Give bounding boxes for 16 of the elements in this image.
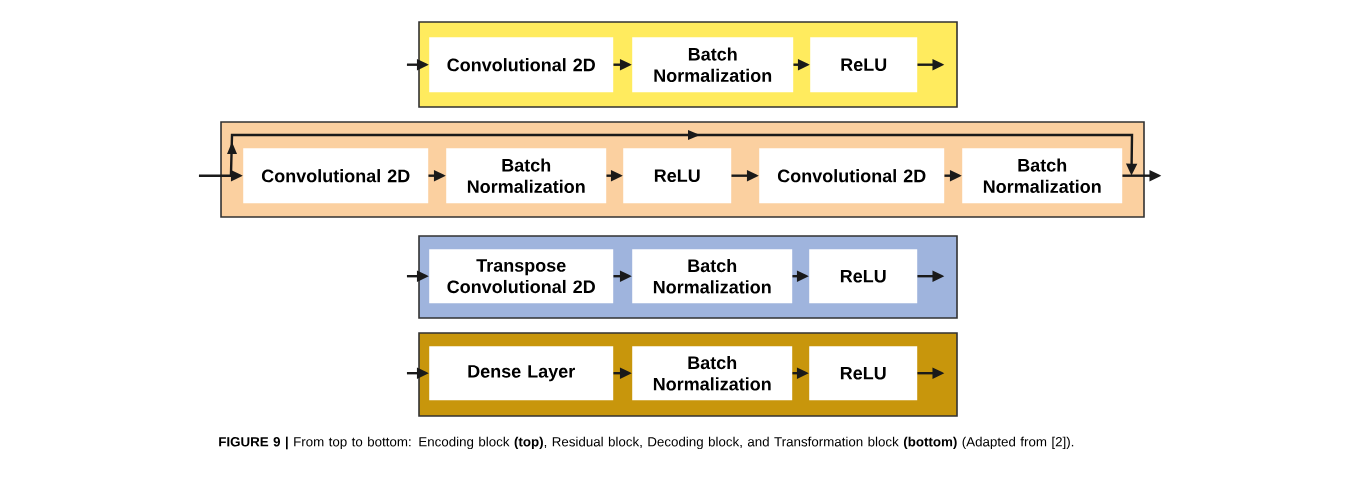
layer-box: ReLU (809, 346, 918, 401)
caption: FIGURE 9 | From top to bottom: Encoding block (top), Residual block, Decoding block, and Transformation block (bottom) (Adapted from [2]). (219, 436, 1074, 450)
layer-box: Batch Normalization (632, 249, 793, 304)
layer-box: Convolutional 2D (429, 37, 614, 93)
layer-box: Batch Normalization (632, 37, 794, 93)
layer-box: ReLU (810, 37, 918, 93)
layer-box: ReLU (809, 249, 918, 304)
layer-box: ReLU (623, 148, 732, 204)
layer-box: Batch Normalization (962, 148, 1123, 204)
layer-box: Batch Normalization (446, 148, 607, 204)
layer-box: Dense Layer (429, 346, 614, 401)
layer-box: Convolutional 2D (243, 148, 429, 204)
skip-connection-arrow (227, 130, 1138, 176)
layer-box: Batch Normalization (632, 346, 793, 401)
layer-box: Transpose Convolutional 2D (429, 249, 614, 304)
layer-box: Convolutional 2D (759, 148, 945, 204)
